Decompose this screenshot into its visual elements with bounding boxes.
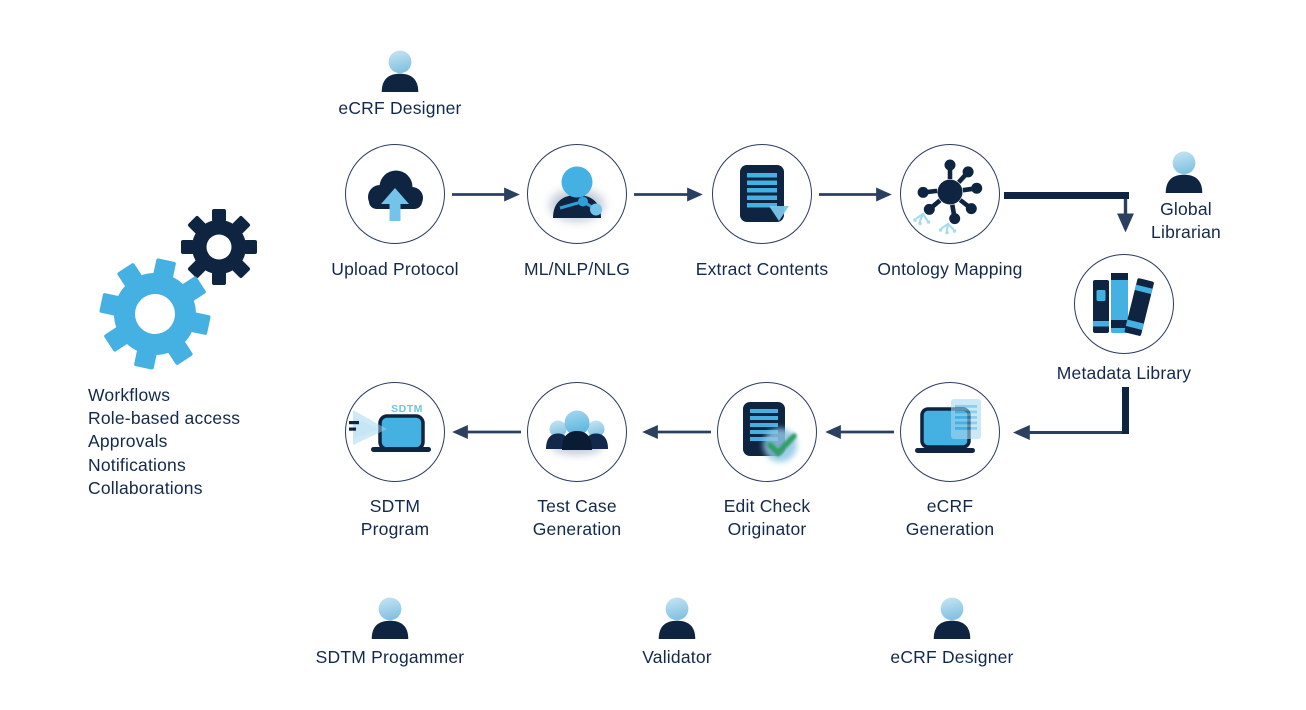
node-label-line: eCRF: [926, 496, 974, 516]
laptop-sdtm-icon: SDTM: [349, 403, 431, 452]
node-label-line: SDTM: [369, 496, 421, 516]
ontology-network-icon: [913, 159, 983, 235]
ml-person-network-icon: [550, 166, 604, 221]
node-ml-nlp-nlg: [527, 144, 627, 244]
node-ontology-mapping: [900, 144, 1000, 244]
capability-item: Role-based access: [88, 408, 241, 429]
actor-label-global-librarian: Global Librarian: [1091, 198, 1281, 244]
node-label-line: Generation: [532, 519, 622, 539]
node-metadata-library: [1074, 254, 1174, 354]
actor-label-sdtm-programmer: SDTM Progammer: [315, 647, 465, 667]
actor-label-line: Global: [1160, 199, 1212, 219]
node-label-test-case-generation: Test Case Generation: [482, 495, 672, 541]
node-label-edit-check-originator: Edit Check Originator: [672, 495, 862, 541]
node-label-upload-protocol: Upload Protocol: [331, 259, 459, 279]
node-sdtm-program: SDTM: [345, 382, 445, 482]
person-icon-sdtm-programmer: [371, 597, 409, 639]
node-label-sdtm-program: SDTM Program: [300, 495, 490, 541]
actor-label-ecrf-designer-top: eCRF Designer: [338, 98, 462, 118]
node-label-ecrf-generation: eCRF Generation: [855, 495, 1045, 541]
node-label-line: Edit Check: [723, 496, 811, 516]
capability-list: Workflows Role-based access Approvals No…: [88, 384, 240, 500]
capability-item: Notifications: [88, 454, 186, 475]
books-library-icon: [1093, 273, 1154, 336]
person-icon-ecrf-designer-bottom: [933, 597, 971, 639]
laptop-document-icon: [915, 399, 981, 453]
gears-icon: [99, 209, 257, 370]
node-label-line: Generation: [905, 519, 995, 539]
node-extract-contents: [712, 144, 812, 244]
node-ecrf-generation: [900, 382, 1000, 482]
person-icon-ecrf-designer-top: [381, 50, 419, 92]
node-label-metadata-library: Metadata Library: [1056, 363, 1192, 383]
node-label-line: Program: [360, 519, 430, 539]
node-label-line: Originator: [727, 519, 807, 539]
node-edit-check-originator: [717, 382, 817, 482]
actor-label-line: Librarian: [1151, 222, 1221, 242]
capability-item: Approvals: [88, 431, 168, 452]
person-icon-global-librarian: [1165, 151, 1203, 193]
node-label-ml-nlp-nlg: ML/NLP/NLG: [523, 259, 631, 279]
sdtm-screen-text: SDTM: [391, 403, 423, 415]
cloud-upload-icon: [368, 170, 423, 221]
node-upload-protocol: [345, 144, 445, 244]
person-icon-validator: [658, 597, 696, 639]
people-group-icon: [546, 410, 608, 455]
actor-label-validator: Validator: [642, 647, 712, 667]
node-label-extract-contents: Extract Contents: [695, 259, 829, 279]
node-test-case-generation: [527, 382, 627, 482]
actor-label-ecrf-designer-bottom: eCRF Designer: [890, 647, 1014, 667]
node-label-ontology-mapping: Ontology Mapping: [877, 259, 1023, 279]
capability-item: Workflows: [88, 385, 171, 405]
capability-item: Collaborations: [88, 477, 203, 498]
node-label-line: Test Case: [537, 496, 617, 516]
document-extract-icon: [740, 165, 789, 222]
document-check-icon: [743, 402, 797, 462]
